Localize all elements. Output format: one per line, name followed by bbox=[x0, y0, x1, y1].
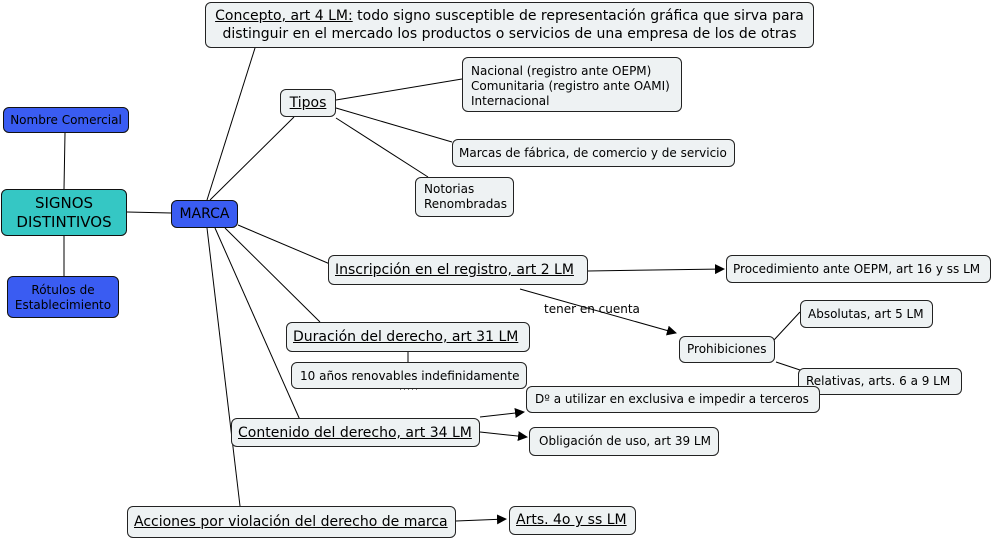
arts4o-node[interactable]: Arts. 4o y ss LM bbox=[509, 506, 636, 535]
ambito-geografico-node[interactable]: Nacional (registro ante OEPM) Comunitari… bbox=[462, 57, 682, 112]
obligacion-label: Obligación de uso, art 39 LM bbox=[539, 434, 711, 448]
concepto-text-2: distinguir en el mercado los productos o… bbox=[222, 26, 797, 42]
procedimiento-label: Procedimiento ante OEPM, art 16 y ss LM bbox=[733, 262, 981, 276]
absolutas-node[interactable]: Absolutas, art 5 LM bbox=[800, 300, 933, 328]
marcas-fabrica-node[interactable]: Marcas de fábrica, de comercio y de serv… bbox=[452, 139, 735, 167]
renombradas-label: Renombradas bbox=[424, 197, 507, 211]
notorias-label: Notorias bbox=[424, 182, 475, 196]
signos-label-line2: DISTINTIVOS bbox=[16, 213, 112, 231]
duracion-label: Duración del derecho, art 31 LM bbox=[293, 329, 519, 345]
signos-label-line1: SIGNOS bbox=[34, 194, 94, 212]
inscripcion-label: Inscripción en el registro, art 2 LM bbox=[335, 262, 574, 278]
rotulos-node[interactable]: Rótulos de Establecimiento bbox=[7, 276, 119, 318]
diez-anos-label: 10 años renovables indefinidamente bbox=[300, 369, 520, 383]
nacional-label: Nacional (registro ante OEPM) bbox=[471, 64, 652, 78]
concepto-title: Concepto, art 4 LM: bbox=[215, 8, 353, 24]
acciones-node[interactable]: Acciones por violación del derecho de ma… bbox=[127, 506, 456, 538]
tipos-node[interactable]: Tipos bbox=[280, 89, 336, 117]
contenido-label: Contenido del derecho, art 34 LM bbox=[238, 425, 472, 441]
arts4o-label: Arts. 4o y ss LM bbox=[516, 512, 627, 528]
rotulos-label-line2: Establecimiento bbox=[14, 298, 112, 312]
comunitaria-label: Comunitaria (registro ante OAMI) bbox=[471, 79, 670, 93]
do-utilizar-node[interactable]: Dº a utilizar en exclusiva e impedir a t… bbox=[526, 386, 820, 413]
nombre-comercial-node[interactable]: Nombre Comercial bbox=[3, 107, 129, 133]
diez-anos-node[interactable]: 10 años renovables indefinidamente bbox=[291, 362, 527, 389]
signos-distintivos-node[interactable]: SIGNOS DISTINTIVOS bbox=[1, 189, 127, 236]
inscripcion-node[interactable]: Inscripción en el registro, art 2 LM bbox=[328, 255, 588, 285]
procedimiento-node[interactable]: Procedimiento ante OEPM, art 16 y ss LM bbox=[726, 255, 991, 283]
rotulos-label-line1: Rótulos de bbox=[31, 283, 95, 297]
marcas-fabrica-label: Marcas de fábrica, de comercio y de serv… bbox=[459, 146, 727, 160]
prohibiciones-node[interactable]: Prohibiciones bbox=[679, 336, 775, 363]
internacional-label: Internacional bbox=[471, 94, 550, 108]
concepto-node[interactable]: Concepto, art 4 LM: todo signo susceptib… bbox=[205, 2, 814, 48]
do-utilizar-label: Dº a utilizar en exclusiva e impedir a t… bbox=[535, 392, 809, 406]
marca-node[interactable]: MARCA bbox=[171, 200, 238, 228]
notorias-node[interactable]: Notorias Renombradas bbox=[415, 177, 514, 217]
absolutas-label: Absolutas, art 5 LM bbox=[808, 307, 924, 321]
concepto-text-1: todo signo susceptible de representación… bbox=[357, 8, 804, 24]
nombre-comercial-label: Nombre Comercial bbox=[10, 113, 122, 127]
obligacion-node[interactable]: Obligación de uso, art 39 LM bbox=[529, 427, 719, 456]
contenido-node[interactable]: Contenido del derecho, art 34 LM bbox=[231, 418, 480, 447]
acciones-label: Acciones por violación del derecho de ma… bbox=[134, 514, 448, 530]
duracion-node[interactable]: Duración del derecho, art 31 LM bbox=[286, 322, 530, 352]
tipos-label: Tipos bbox=[289, 95, 327, 111]
tener-en-cuenta-label: tener en cuenta bbox=[544, 302, 640, 316]
relativas-label: Relativas, arts. 6 a 9 LM bbox=[806, 374, 951, 388]
relativas-node[interactable]: Relativas, arts. 6 a 9 LM bbox=[798, 368, 962, 395]
prohibiciones-label: Prohibiciones bbox=[687, 342, 767, 356]
marca-label: MARCA bbox=[179, 206, 230, 222]
